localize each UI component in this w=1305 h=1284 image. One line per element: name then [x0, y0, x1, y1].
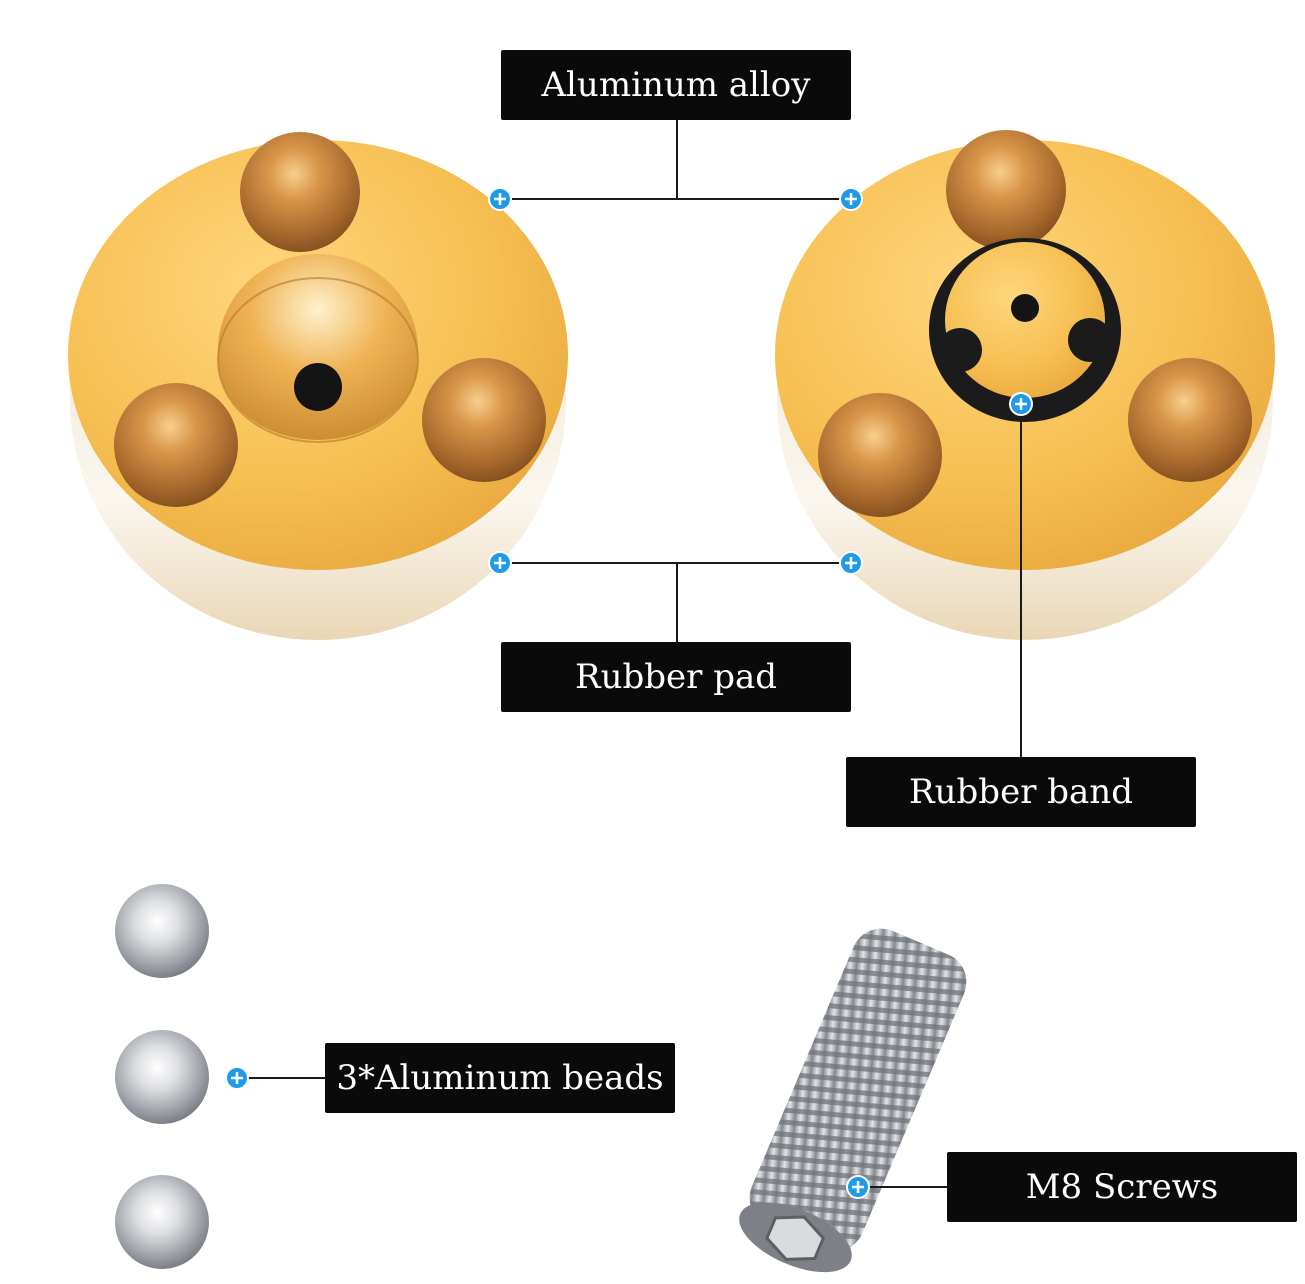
rubber-band-label: Rubber band: [846, 757, 1196, 827]
right-foot-pad: [775, 130, 1275, 640]
plus-marker-icon: [488, 551, 512, 575]
aluminum-beads-label: 3*Aluminum beads: [325, 1043, 675, 1113]
aluminum-alloy-label: Aluminum alloy: [501, 50, 851, 120]
m8-screws-label: M8 Screws: [947, 1152, 1297, 1222]
callout-markers: [225, 187, 1033, 1199]
plus-marker-icon: [488, 187, 512, 211]
rubber-pad-label: Rubber pad: [501, 642, 851, 712]
plus-marker-icon: [839, 551, 863, 575]
threaded-screw-icon: [739, 928, 967, 1273]
steel-ball-icon: [115, 884, 209, 978]
plus-marker-icon: [846, 1175, 870, 1199]
plus-marker-icon: [839, 187, 863, 211]
rubber-band: [929, 238, 1121, 422]
plus-marker-icon: [1009, 392, 1033, 416]
steel-ball-icon: [115, 1030, 209, 1124]
plus-marker-icon: [225, 1066, 249, 1090]
left-foot-pad: [68, 132, 568, 640]
steel-beads: [115, 884, 209, 1269]
leader-lines: [237, 120, 1022, 1188]
steel-ball-icon: [115, 1175, 209, 1269]
